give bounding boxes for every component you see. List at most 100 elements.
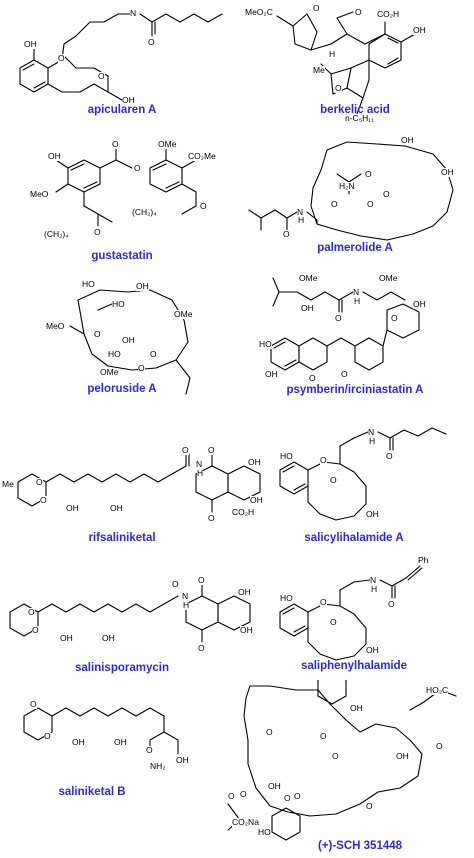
compound-label: palmerolide A bbox=[317, 242, 393, 254]
atom-me: Me bbox=[313, 65, 325, 75]
atom-ome: OMe bbox=[379, 273, 398, 283]
atom-o: O bbox=[138, 363, 145, 373]
compound-label: (+)-SCH 351448 bbox=[317, 840, 403, 852]
atom-o: O bbox=[32, 625, 39, 635]
atom-ho: HO bbox=[280, 593, 293, 603]
atom-o: O bbox=[335, 83, 342, 93]
atom-o: O bbox=[309, 373, 316, 383]
apicularen-a-structure bbox=[19, 13, 223, 101]
atom-o: O bbox=[148, 37, 155, 47]
salinisporamycin-structure bbox=[9, 583, 251, 643]
atom-o: O bbox=[134, 163, 141, 173]
compound-label: berkelic acid bbox=[320, 104, 390, 116]
atom-oh: OH bbox=[24, 39, 37, 49]
atom-h: H bbox=[371, 584, 378, 594]
atom-o: O bbox=[330, 617, 337, 627]
atom-oh: OH bbox=[102, 633, 115, 643]
sch-351448-structure bbox=[227, 680, 457, 841]
compound-label: saliniketal B bbox=[58, 786, 126, 798]
atom-o: O bbox=[172, 579, 179, 589]
atom-h: H bbox=[183, 600, 190, 610]
atom-h: H bbox=[354, 296, 361, 306]
atom-n: N bbox=[297, 207, 304, 217]
atom-h2n: H₂N bbox=[339, 181, 355, 191]
atom-o: O bbox=[40, 495, 47, 505]
compound-berkelic-acid: MeO₂C O O CO₂H OH H Me O n-C₅H₁₁ berkeli… bbox=[237, 0, 474, 140]
compound-salicylihalamide-a: N H O HO O O OH salicylihalamide A bbox=[270, 410, 474, 550]
atom-o: O bbox=[383, 189, 390, 199]
atom-oh: OH bbox=[60, 633, 73, 643]
gustastatin-structure bbox=[55, 147, 197, 227]
atom-n: N bbox=[370, 575, 377, 585]
atom-oh: OH bbox=[413, 25, 426, 35]
compound-apicularen-a: N O O OH O OH apicularen A bbox=[0, 0, 237, 140]
atom-h: H bbox=[329, 49, 336, 59]
atom-o: O bbox=[332, 751, 339, 761]
atom-o: O bbox=[182, 445, 189, 455]
atom-ho: HO bbox=[112, 299, 125, 309]
atom-oh: OH bbox=[72, 737, 85, 747]
atom-meo: MeO bbox=[46, 321, 65, 331]
atom-o: O bbox=[365, 169, 372, 179]
atom-o: O bbox=[320, 455, 327, 465]
atom-ho: HO bbox=[258, 827, 271, 837]
atom-o: O bbox=[388, 599, 395, 609]
atom-o: O bbox=[355, 7, 362, 17]
atom-o: O bbox=[436, 741, 443, 751]
atom-oh: OH bbox=[401, 135, 414, 145]
atom-o: O bbox=[386, 451, 393, 461]
compound-label: rifsaliniketal bbox=[88, 532, 156, 544]
compound-label: saliphenylhalamide bbox=[300, 660, 408, 672]
atom-h: H bbox=[197, 468, 204, 478]
atom-n: N bbox=[368, 427, 375, 437]
atom-o: O bbox=[266, 727, 273, 737]
atom-oh: OH bbox=[248, 457, 261, 467]
compound-label: gustastatin bbox=[91, 250, 153, 262]
atom-o: O bbox=[98, 71, 105, 81]
atom-o: O bbox=[283, 229, 290, 239]
atom-o: O bbox=[294, 791, 301, 801]
atom-o: O bbox=[30, 699, 37, 709]
atom-o: O bbox=[335, 313, 342, 323]
atom-me: Me bbox=[2, 479, 14, 489]
compound-peloruside-a: HO OH HO OMe MeO O HO OH O O OMe pelorus… bbox=[0, 270, 237, 410]
compound-salinisporamycin: O O OH OH O N H O OH OH O salinisporamyc… bbox=[0, 560, 270, 680]
atom-o: O bbox=[367, 199, 374, 209]
atom-oh: OH bbox=[66, 503, 79, 513]
atom-oh: OH bbox=[265, 369, 278, 379]
atom-o: O bbox=[341, 369, 348, 379]
atom-n: N bbox=[130, 8, 137, 18]
atom-o: O bbox=[313, 3, 320, 13]
atom-oh: OH bbox=[114, 737, 127, 747]
compound-gustastatin: OMe CO₂Me OH O O MeO (CH₂)₄ O (CH₂)₄ O g… bbox=[0, 140, 237, 270]
atom-o: O bbox=[44, 731, 51, 741]
atom-n: N bbox=[182, 591, 189, 601]
atom-o: O bbox=[228, 791, 235, 801]
atom-oh: OH bbox=[176, 755, 189, 765]
atom-ome: OMe bbox=[174, 309, 193, 319]
atom-h: H bbox=[298, 215, 305, 225]
atom-ch2-4: (CH₂)₄ bbox=[132, 207, 157, 217]
psymberin-structure bbox=[270, 277, 420, 371]
compound-psymberin: OMe OMe OH O N H O O OH HO OH O psymberi… bbox=[237, 270, 474, 410]
atom-oh: OH bbox=[250, 495, 263, 505]
atom-meo: MeO bbox=[30, 189, 49, 199]
atom-oh: OH bbox=[136, 281, 149, 291]
atom-ph: Ph bbox=[418, 555, 429, 565]
atom-ome: OMe bbox=[158, 139, 177, 149]
atom-pentyl: n-C₅H₁₁ bbox=[345, 113, 374, 123]
atom-oh: OH bbox=[396, 751, 409, 761]
atom-co2h: CO₂H bbox=[232, 507, 255, 517]
atom-o: O bbox=[200, 201, 207, 211]
atom-ho: HO bbox=[82, 279, 95, 289]
atom-o: O bbox=[320, 731, 327, 741]
compound-label: apicularen A bbox=[87, 104, 157, 116]
atom-o: O bbox=[284, 793, 291, 803]
saliphenylhalamide-structure bbox=[279, 565, 423, 661]
compound-rifsaliniketal: Me O O OH OH O N H O OH OH O CO₂H rifsal… bbox=[0, 430, 270, 550]
atom-o: O bbox=[330, 475, 337, 485]
atom-oh: OH bbox=[110, 503, 123, 513]
atom-ho2c: HO₂C bbox=[426, 685, 449, 695]
atom-o: O bbox=[150, 349, 157, 359]
atom-o: O bbox=[198, 575, 205, 585]
